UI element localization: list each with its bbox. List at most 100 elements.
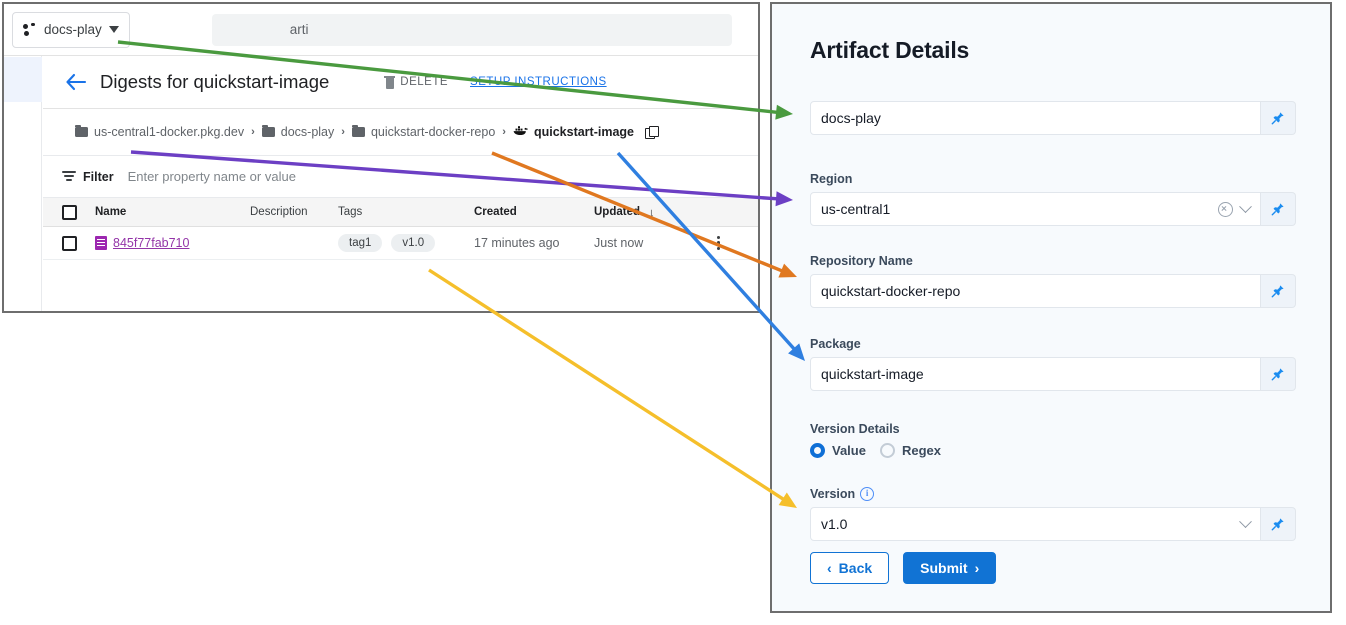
breadcrumb-label: docs-play bbox=[280, 125, 335, 139]
version-details-label: Version Details bbox=[810, 422, 900, 436]
back-chevron-icon: ‹ bbox=[827, 560, 832, 576]
version-label-row: Version i bbox=[810, 487, 1296, 501]
artifact-details-form-panel: Artifact Details docs-play Region us-cen… bbox=[770, 2, 1332, 613]
folder-icon bbox=[261, 124, 275, 137]
project-dots-icon bbox=[23, 22, 37, 37]
digest-name: 845f77fab710 bbox=[113, 236, 190, 250]
console-search-value: arti bbox=[289, 22, 309, 37]
kebab-menu-icon[interactable] bbox=[717, 235, 721, 251]
breadcrumb-item-repository[interactable]: quickstart-docker-repo bbox=[351, 124, 496, 139]
column-header-created[interactable]: Created bbox=[474, 206, 517, 218]
page-header-actions: DELETE SETUP INSTRUCTIONS bbox=[384, 75, 607, 89]
tag-chip[interactable]: v1.0 bbox=[391, 234, 436, 252]
breadcrumb-item-image[interactable]: quickstart-image bbox=[513, 125, 634, 139]
breadcrumb-separator: › bbox=[341, 126, 345, 138]
pin-icon[interactable] bbox=[1261, 192, 1296, 226]
select-all-checkbox-cell bbox=[43, 204, 95, 220]
select-all-checkbox[interactable] bbox=[61, 204, 77, 220]
form-button-row: ‹ Back Submit › bbox=[810, 552, 997, 584]
radio-regex[interactable]: Regex bbox=[879, 443, 941, 458]
table-row[interactable]: 845f77fab710 tag1 v1.0 17 minutes ago Ju… bbox=[43, 227, 758, 260]
project-input-wrap: docs-play bbox=[810, 101, 1296, 135]
folder-icon bbox=[75, 124, 88, 137]
row-checkbox[interactable] bbox=[61, 235, 77, 251]
breadcrumb-label: quickstart-docker-repo bbox=[370, 125, 496, 139]
repository-label: Repository Name bbox=[810, 254, 913, 268]
version-details-radio-group: Value Regex bbox=[810, 443, 1296, 458]
repository-value: quickstart-docker-repo bbox=[821, 283, 961, 299]
delete-button[interactable]: DELETE bbox=[384, 75, 449, 89]
breadcrumb-label: us-central1-docker.pkg.dev bbox=[94, 125, 245, 139]
breadcrumb-item-registry[interactable]: us-central1-docker.pkg.dev bbox=[75, 124, 245, 139]
cell-created: 17 minutes ago bbox=[474, 236, 560, 250]
project-picker-label: docs-play bbox=[44, 22, 102, 37]
version-details-field: Version Details Value Regex bbox=[810, 422, 1296, 458]
docker-whale-icon bbox=[513, 125, 528, 139]
filter-label: Filter bbox=[83, 169, 114, 184]
back-button-label: Back bbox=[838, 560, 873, 576]
rail-active-item[interactable] bbox=[4, 57, 42, 102]
chevron-down-icon[interactable] bbox=[1239, 514, 1252, 528]
radio-value-label: Value bbox=[832, 443, 866, 458]
chevron-down-icon[interactable] bbox=[1239, 199, 1252, 213]
project-value: docs-play bbox=[821, 110, 881, 126]
digests-table: Name Description Tags Created Updated ↓ … bbox=[43, 198, 758, 311]
version-label: Version bbox=[810, 487, 856, 501]
column-header-description[interactable]: Description bbox=[250, 206, 308, 218]
radio-unselected-icon bbox=[879, 443, 895, 458]
package-input[interactable]: quickstart-image bbox=[810, 357, 1261, 391]
column-header-updated[interactable]: Updated ↓ bbox=[594, 206, 699, 219]
setup-instructions-link[interactable]: SETUP INSTRUCTIONS bbox=[470, 76, 607, 88]
breadcrumb-item-project[interactable]: docs-play bbox=[261, 124, 335, 139]
breadcrumb: us-central1-docker.pkg.dev › docs-play ›… bbox=[75, 124, 659, 139]
breadcrumb-bar: us-central1-docker.pkg.dev › docs-play ›… bbox=[43, 109, 758, 156]
column-header-tags[interactable]: Tags bbox=[338, 206, 363, 218]
tag-chip[interactable]: tag1 bbox=[338, 234, 383, 252]
row-checkbox-cell bbox=[43, 235, 95, 251]
filter-input[interactable]: Enter property name or value bbox=[127, 169, 296, 184]
version-field: Version i v1.0 bbox=[810, 487, 1296, 541]
back-arrow-icon[interactable] bbox=[63, 69, 89, 95]
project-picker-button[interactable]: docs-play bbox=[12, 11, 130, 48]
project-input[interactable]: docs-play bbox=[810, 101, 1261, 135]
trash-icon bbox=[384, 75, 396, 89]
chevron-down-icon bbox=[108, 26, 119, 33]
repository-input[interactable]: quickstart-docker-repo bbox=[810, 274, 1261, 308]
submit-chevron-icon: › bbox=[974, 560, 980, 576]
version-input[interactable]: v1.0 bbox=[810, 507, 1261, 541]
region-value: us-central1 bbox=[821, 201, 891, 217]
column-header-name[interactable]: Name bbox=[95, 206, 127, 218]
region-input[interactable]: us-central1 bbox=[810, 192, 1261, 226]
region-input-wrap: us-central1 bbox=[810, 192, 1296, 226]
console-search-input[interactable]: arti bbox=[211, 13, 732, 46]
page-title: Digests for quickstart-image bbox=[100, 71, 330, 92]
package-field: Package quickstart-image bbox=[810, 337, 1296, 391]
folder-icon bbox=[351, 124, 365, 137]
repository-field: Repository Name quickstart-docker-repo bbox=[810, 254, 1296, 308]
digest-link[interactable]: 845f77fab710 bbox=[95, 236, 250, 250]
submit-button[interactable]: Submit › bbox=[903, 552, 997, 584]
package-label: Package bbox=[810, 337, 861, 351]
filter-bar: Filter Enter property name or value bbox=[43, 156, 758, 198]
cell-updated: Just now bbox=[594, 236, 644, 250]
breadcrumb-label: quickstart-image bbox=[533, 125, 634, 139]
cell-tags: tag1 v1.0 bbox=[338, 234, 474, 252]
digest-icon bbox=[95, 236, 107, 250]
back-button[interactable]: ‹ Back bbox=[810, 552, 890, 584]
radio-value[interactable]: Value bbox=[810, 443, 866, 458]
clear-icon[interactable] bbox=[1218, 201, 1233, 217]
pin-icon[interactable] bbox=[1261, 101, 1296, 135]
filter-icon bbox=[62, 171, 76, 182]
radio-regex-label: Regex bbox=[901, 443, 941, 458]
row-menu-cell bbox=[699, 235, 739, 251]
pin-icon[interactable] bbox=[1261, 274, 1296, 308]
region-label: Region bbox=[810, 172, 853, 186]
info-icon[interactable]: i bbox=[860, 487, 875, 501]
pin-icon[interactable] bbox=[1261, 357, 1296, 391]
version-value: v1.0 bbox=[821, 516, 848, 532]
copy-icon[interactable] bbox=[645, 126, 659, 139]
pin-icon[interactable] bbox=[1261, 507, 1296, 541]
region-field: Region us-central1 bbox=[810, 172, 1296, 226]
repository-input-wrap: quickstart-docker-repo bbox=[810, 274, 1296, 308]
delete-button-label: DELETE bbox=[400, 76, 449, 88]
